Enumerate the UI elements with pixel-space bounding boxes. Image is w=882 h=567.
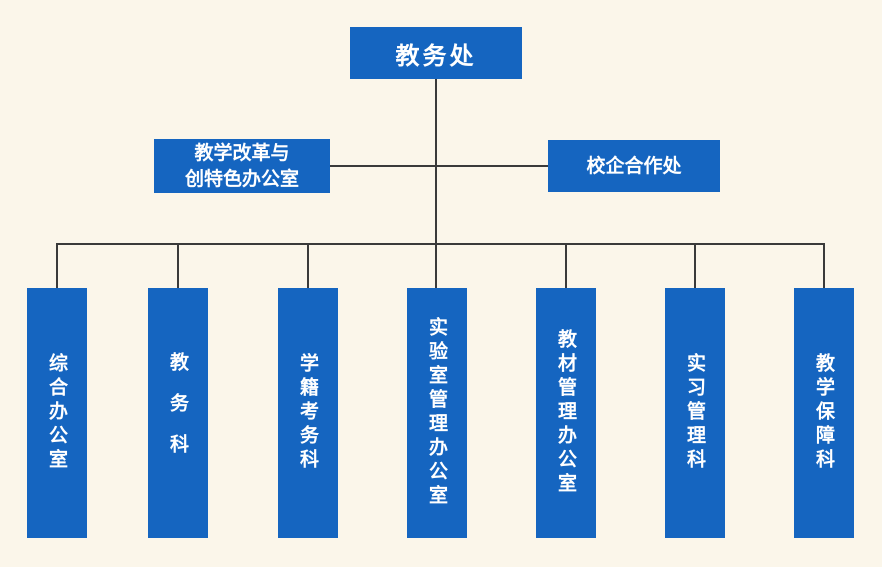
department-label: 实验室管理办公室 <box>426 317 448 509</box>
drop-connector-5 <box>565 243 567 288</box>
trunk-connector <box>435 79 437 288</box>
department-node-7: 教学保障科 <box>794 288 854 538</box>
side-unit-teaching-reform: 教学改革与 创特色办公室 <box>154 139 330 193</box>
root-node-label: 教务处 <box>395 41 477 70</box>
department-label: 教材管理办公室 <box>555 329 577 497</box>
drop-connector-2 <box>177 243 179 288</box>
department-node-1: 综合办公室 <box>27 288 87 538</box>
department-node-4: 实验室管理办公室 <box>407 288 467 538</box>
department-node-6: 实习管理科 <box>665 288 725 538</box>
department-label: 实习管理科 <box>684 353 706 473</box>
side-unit-label-line-1: 教学改革与 <box>194 142 290 164</box>
department-bus-connector <box>56 243 825 245</box>
department-label: 综合办公室 <box>46 353 68 473</box>
department-label: 教学保障科 <box>813 353 835 473</box>
right-side-connector <box>437 165 548 167</box>
department-node-2: 教务科 <box>148 288 208 538</box>
department-label: 学籍考务科 <box>297 353 319 473</box>
side-unit-label-line-2: 创特色办公室 <box>184 168 299 190</box>
drop-connector-1 <box>56 243 58 288</box>
drop-connector-6 <box>694 243 696 288</box>
side-unit-school-enterprise: 校企合作处 <box>548 140 720 192</box>
left-side-connector <box>330 165 435 167</box>
drop-connector-7 <box>823 243 825 288</box>
side-unit-label: 校企合作处 <box>586 155 682 177</box>
department-label: 教务科 <box>167 351 189 475</box>
department-node-5: 教材管理办公室 <box>536 288 596 538</box>
root-node: 教务处 <box>350 27 522 79</box>
drop-connector-3 <box>307 243 309 288</box>
department-node-3: 学籍考务科 <box>278 288 338 538</box>
